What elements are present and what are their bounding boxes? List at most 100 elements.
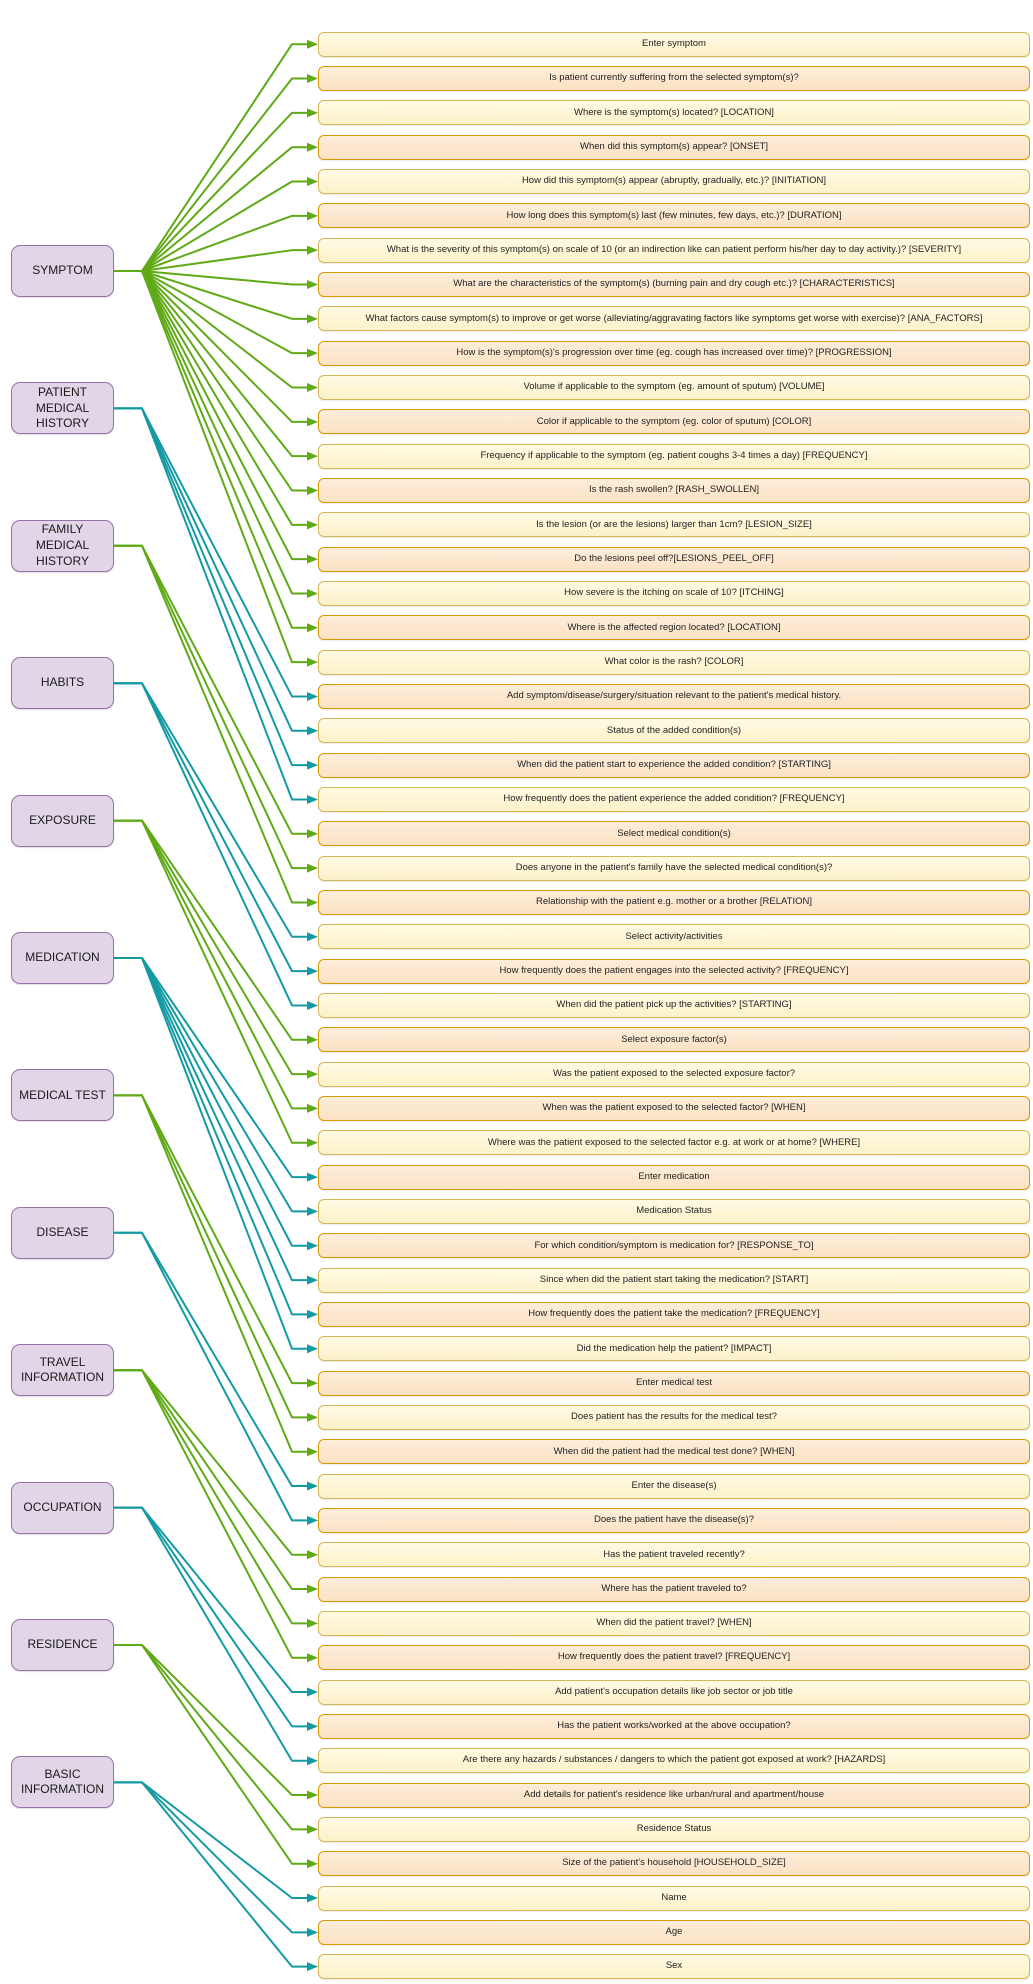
question-node: Does patient has the results for the med…: [318, 1404, 1030, 1430]
arrowhead-icon: [307, 1756, 318, 1766]
category-node-family-medical-history: FAMILY MEDICAL HISTORY: [11, 519, 114, 572]
connector-line: [114, 1369, 309, 1591]
arrowhead-icon: [307, 691, 318, 701]
arrowhead-icon: [307, 142, 318, 152]
question-node: How did this symptom(s) appear (abruptly…: [318, 169, 1030, 195]
arrowhead-icon: [307, 1927, 318, 1937]
connector-line: [114, 1781, 309, 1900]
question-node: Where was the patient exposed to the sel…: [318, 1130, 1030, 1156]
connector-line: [114, 111, 309, 272]
question-node: When did the patient travel? [WHEN]: [318, 1610, 1030, 1636]
arrowhead-icon: [307, 1275, 318, 1285]
question-node: Medication Status: [318, 1198, 1030, 1224]
question-node: Name: [318, 1885, 1030, 1911]
arrowhead-icon: [307, 1584, 318, 1594]
arrowhead-icon: [307, 1412, 318, 1422]
arrowhead-icon: [307, 726, 318, 736]
question-node: Is the rash swollen? [RASH_SWOLLEN]: [318, 477, 1030, 503]
question-node: Has the patient traveled recently?: [318, 1542, 1030, 1568]
arrowhead-icon: [307, 1447, 318, 1457]
question-node: Sex: [318, 1954, 1030, 1980]
connector-line: [114, 957, 309, 1247]
connector-line: [114, 270, 309, 664]
connector-line: [114, 1369, 309, 1556]
category-node-disease: DISEASE: [11, 1206, 114, 1259]
question-node: Does the patient have the disease(s)?: [318, 1507, 1030, 1533]
arrowhead-icon: [307, 1069, 318, 1079]
arrowhead-icon: [307, 1206, 318, 1216]
arrowhead-icon: [307, 1309, 318, 1319]
question-node: When did the patient start to experience…: [318, 752, 1030, 778]
connector-line: [114, 77, 309, 272]
arrowhead-icon: [307, 1481, 318, 1491]
arrowhead-icon: [307, 451, 318, 461]
question-node: Residence Status: [318, 1816, 1030, 1842]
connector-line: [114, 1781, 309, 1934]
arrowhead-icon: [307, 314, 318, 324]
arrowhead-icon: [307, 383, 318, 392]
question-node: Enter medication: [318, 1164, 1030, 1190]
question-node: How frequently does the patient take the…: [318, 1301, 1030, 1327]
connector-line: [114, 1506, 309, 1694]
arrowhead-icon: [307, 1687, 318, 1697]
category-node-occupation: OCCUPATION: [11, 1481, 114, 1534]
connector-line: [114, 1644, 309, 1831]
arrowhead-icon: [307, 1000, 318, 1010]
arrowhead-icon: [307, 1241, 318, 1251]
connector-line: [114, 270, 309, 389]
connector-line: [114, 957, 309, 1350]
question-node: Where is the affected region located? [L…: [318, 615, 1030, 641]
question-node: When did the patient had the medical tes…: [318, 1439, 1030, 1465]
category-node-exposure: EXPOSURE: [11, 794, 114, 847]
arrowhead-icon: [307, 520, 318, 530]
arrowhead-icon: [307, 794, 318, 804]
arrowhead-icon: [307, 1618, 318, 1628]
arrowhead-icon: [307, 108, 318, 118]
arrowhead-icon: [307, 760, 318, 770]
question-node: What are the characteristics of the symp…: [318, 272, 1030, 297]
arrowhead-icon: [307, 932, 318, 942]
question-node: Add patient's occupation details like jo…: [318, 1679, 1030, 1705]
question-node: How is the symptom(s)'s progression over…: [318, 340, 1030, 366]
question-node: What factors cause symptom(s) to improve…: [318, 306, 1030, 332]
arrowhead-icon: [307, 1962, 318, 1972]
connector-line: [114, 544, 309, 870]
question-node: Select exposure factor(s): [318, 1027, 1030, 1053]
question-node: How long does this symptom(s) last (few …: [318, 203, 1030, 229]
question-node: What color is the rash? [COLOR]: [318, 649, 1030, 675]
connector-line: [114, 1094, 309, 1419]
question-node: What is the severity of this symptom(s) …: [318, 237, 1030, 263]
question-node: Has the patient works/worked at the abov…: [318, 1713, 1030, 1739]
connector-line: [114, 819, 309, 1144]
arrowhead-icon: [307, 177, 318, 187]
arrowhead-icon: [307, 39, 318, 49]
arrowhead-icon: [307, 485, 318, 495]
question-node: Add symptom/disease/surgery/situation re…: [318, 683, 1030, 709]
category-node-habits: HABITS: [11, 657, 114, 710]
question-node: Enter the disease(s): [318, 1473, 1030, 1499]
question-node: Does anyone in the patient's family have…: [318, 855, 1030, 881]
question-node: Do the lesions peel off?[LESIONS_PEEL_OF…: [318, 546, 1030, 572]
category-node-basic-information: BASIC INFORMATION: [11, 1756, 114, 1809]
arrowhead-icon: [307, 1172, 318, 1182]
question-node: Where has the patient traveled to?: [318, 1576, 1030, 1602]
connector-line: [114, 270, 309, 595]
arrowhead-icon: [307, 1550, 318, 1560]
connector-line: [114, 270, 309, 492]
connector-line: [114, 180, 309, 272]
question-node: Relationship with the patient e.g. mothe…: [318, 889, 1030, 915]
question-node: Where is the symptom(s) located? [LOCATI…: [318, 100, 1030, 126]
connector-line: [114, 1231, 309, 1522]
question-node: Age: [318, 1919, 1030, 1945]
category-node-symptom: SYMPTOM: [11, 245, 114, 297]
connector-line: [114, 1781, 309, 1968]
question-node: Color if applicable to the symptom (eg. …: [318, 409, 1030, 435]
arrowhead-icon: [307, 245, 318, 255]
question-node: Status of the added condition(s): [318, 718, 1030, 744]
arrowhead-icon: [307, 1344, 318, 1354]
category-node-patient-medical-history: PATIENT MEDICAL HISTORY: [11, 382, 114, 435]
arrowhead-icon: [307, 348, 318, 358]
arrowhead-icon: [307, 74, 318, 84]
category-node-medication: MEDICATION: [11, 932, 114, 984]
